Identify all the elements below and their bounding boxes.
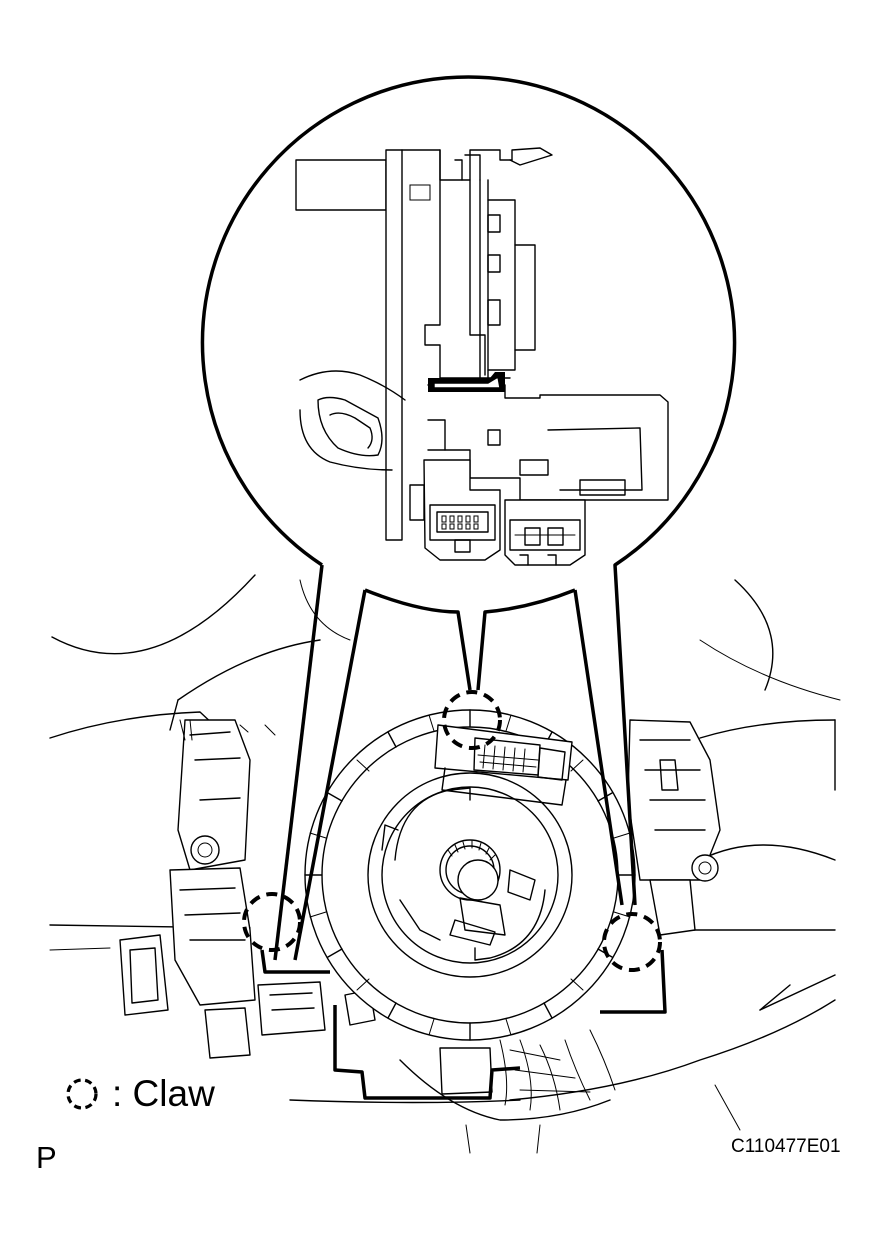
figure-id: C110477E01 [731,1136,841,1157]
claw-marker-right [602,912,662,972]
claw-markers [242,690,662,972]
spiral-cable-assembly [260,709,667,1100]
steering-column-background [49,574,841,1154]
detail-callout [200,75,737,961]
view-code-label: P [36,1140,57,1175]
claw-marker-left [242,892,302,952]
legend: : Claw [62,1072,215,1116]
claw-marker-top [442,690,502,750]
legend-label: : Claw [112,1073,215,1114]
magnified-connector-detail [295,147,669,566]
dashed-circle-icon [66,1078,98,1110]
